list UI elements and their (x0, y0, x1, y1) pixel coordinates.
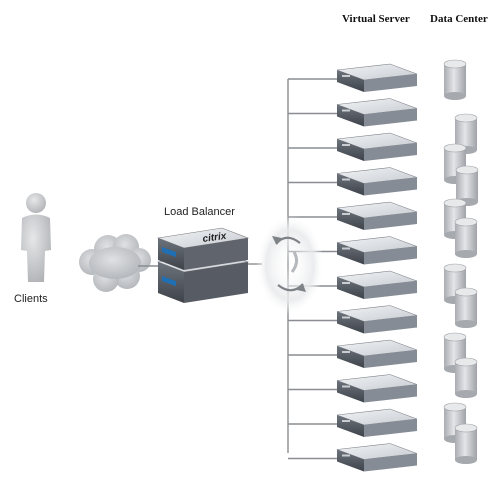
server-icon (336, 98, 418, 127)
load-balancer-label: Load Balancer (164, 206, 235, 218)
database-icon (454, 287, 478, 328)
database-icon (454, 423, 478, 464)
virtual-server-header: Virtual Server (342, 13, 410, 25)
virtual-server-stack (336, 63, 418, 472)
redirect-arrows-icon (256, 215, 324, 315)
cloud-icon (79, 234, 151, 292)
server-icon (336, 201, 418, 230)
server-icon (336, 270, 418, 299)
person-icon (21, 193, 51, 282)
server-icon (336, 339, 418, 368)
database-icon (443, 59, 467, 100)
data-center-stack (443, 59, 479, 464)
server-icon (336, 236, 418, 265)
server-icon (336, 305, 418, 334)
server-icon (336, 167, 418, 196)
data-center-header: Data Center (430, 13, 488, 25)
clients-label: Clients (14, 293, 48, 305)
server-icon (336, 63, 418, 92)
server-icon (336, 443, 418, 472)
load-balancer-icon (156, 227, 250, 303)
brand-label: citrix (202, 231, 228, 245)
server-icon (336, 374, 418, 403)
database-icon (454, 217, 478, 258)
server-icon (336, 408, 418, 437)
server-icon (336, 132, 418, 161)
database-icon (454, 357, 478, 398)
